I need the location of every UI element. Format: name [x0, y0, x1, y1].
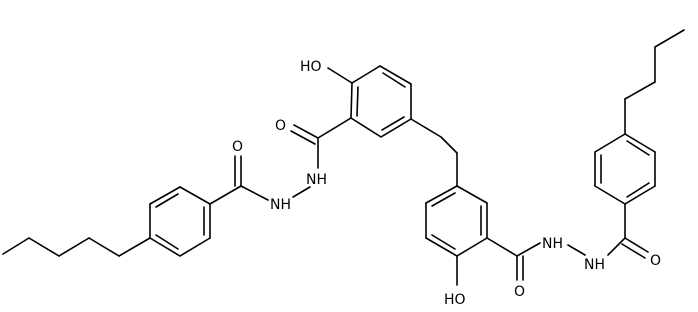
label-carbonyl-o-bottom: O	[514, 284, 525, 300]
bond-co-top-2	[290, 130, 316, 145]
label-nh-right-upper: NH	[542, 236, 563, 252]
bond-ch2-b	[440, 136, 458, 154]
bond-amide-bottom	[486, 237, 518, 257]
bond-co-right-2	[621, 243, 646, 259]
bond-co-right-1	[624, 237, 649, 253]
right-butyl-chain	[624, 29, 685, 135]
bond-hydroxyl-top	[327, 67, 353, 84]
left-butyl-chain	[2, 237, 151, 257]
bond-c-n-right	[516, 242, 541, 257]
label-hydroxyl-top: HO	[300, 59, 322, 75]
bond-n-c-right	[607, 237, 626, 256]
label-carbonyl-o-left: O	[232, 139, 243, 155]
label-carbonyl-o-top: O	[275, 118, 286, 134]
left-benzoyl-ring	[149, 186, 211, 257]
lower-phenol-ring	[425, 185, 488, 257]
label-nh-top-left: NH	[306, 172, 327, 188]
label-nh-right-lower: NH	[584, 257, 605, 273]
bond-n-c-left	[240, 185, 269, 201]
bond-co-top-1	[293, 124, 319, 139]
bond-n-n-right	[567, 244, 586, 256]
bond-amide-top	[317, 117, 352, 139]
bond-n-n-left	[292, 186, 311, 198]
label-carbonyl-o-right: O	[650, 253, 661, 269]
bond-ch2-a	[410, 118, 442, 138]
label-nh-bottom-left: NH	[270, 197, 291, 213]
upper-phenol-ring	[350, 65, 412, 138]
label-hydroxyl-bottom: HO	[444, 292, 466, 308]
right-benzoyl-ring	[594, 133, 656, 205]
bond-c-ring-left	[209, 185, 242, 205]
